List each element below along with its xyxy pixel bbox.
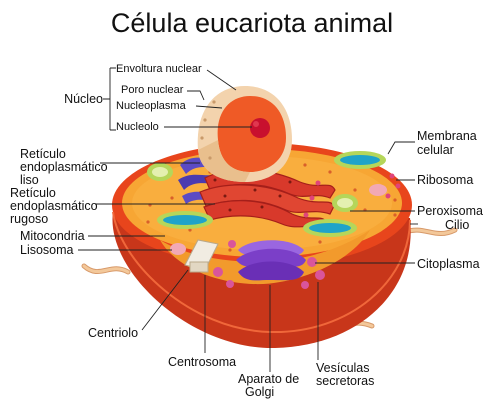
label-peroxisoma: Peroxisoma bbox=[417, 204, 483, 218]
cytoplasm-cutaway bbox=[160, 230, 370, 285]
label-reticulo-liso-1: Retículo bbox=[20, 147, 66, 161]
label-nucleolo: Nucleolo bbox=[116, 121, 159, 133]
label-golgi-1: Aparato de bbox=[238, 372, 299, 386]
golgi-apparatus bbox=[236, 240, 306, 281]
label-mitocondria: Mitocondria bbox=[20, 229, 85, 243]
nucleus bbox=[197, 86, 292, 182]
label-vesiculas-1: Vesículas bbox=[316, 361, 370, 375]
label-membrana-1: Membrana bbox=[417, 129, 477, 143]
label-centriolo: Centriolo bbox=[88, 326, 138, 340]
label-reticulo-liso-3: liso bbox=[20, 173, 39, 187]
label-poro-nuclear: Poro nuclear bbox=[121, 84, 184, 96]
label-envoltura-nuclear: Envoltura nuclear bbox=[116, 63, 202, 75]
label-vesiculas-2: secretoras bbox=[316, 374, 374, 388]
label-cilio: Cilio bbox=[445, 218, 469, 232]
label-lisosoma: Lisosoma bbox=[20, 243, 74, 257]
secretory-vesicles bbox=[213, 240, 325, 289]
label-reticulo-rugoso-3: rugoso bbox=[10, 212, 48, 226]
diagram-title: Célula eucariota animal bbox=[111, 8, 393, 38]
label-nucleoplasma: Nucleoplasma bbox=[116, 100, 187, 112]
label-ribosoma: Ribosoma bbox=[417, 173, 473, 187]
leader-lines bbox=[78, 67, 418, 372]
lysosomes bbox=[170, 184, 387, 255]
label-centrosoma: Centrosoma bbox=[168, 355, 236, 369]
label-reticulo-rugoso-1: Retículo bbox=[10, 186, 56, 200]
labels: Envoltura nuclear Poro nuclear Nucleopla… bbox=[10, 63, 483, 399]
label-reticulo-rugoso-2: endoplasmático bbox=[10, 199, 98, 213]
label-citoplasma: Citoplasma bbox=[417, 257, 480, 271]
label-reticulo-liso-2: endoplasmático bbox=[20, 160, 108, 174]
ribosomes bbox=[303, 173, 401, 218]
centrosome bbox=[184, 239, 219, 273]
label-membrana-2: celular bbox=[417, 143, 454, 157]
label-golgi-2: Golgi bbox=[245, 385, 274, 399]
label-nucleo: Núcleo bbox=[64, 92, 103, 106]
peroxisomes bbox=[147, 163, 358, 212]
mitochondria bbox=[157, 151, 386, 237]
